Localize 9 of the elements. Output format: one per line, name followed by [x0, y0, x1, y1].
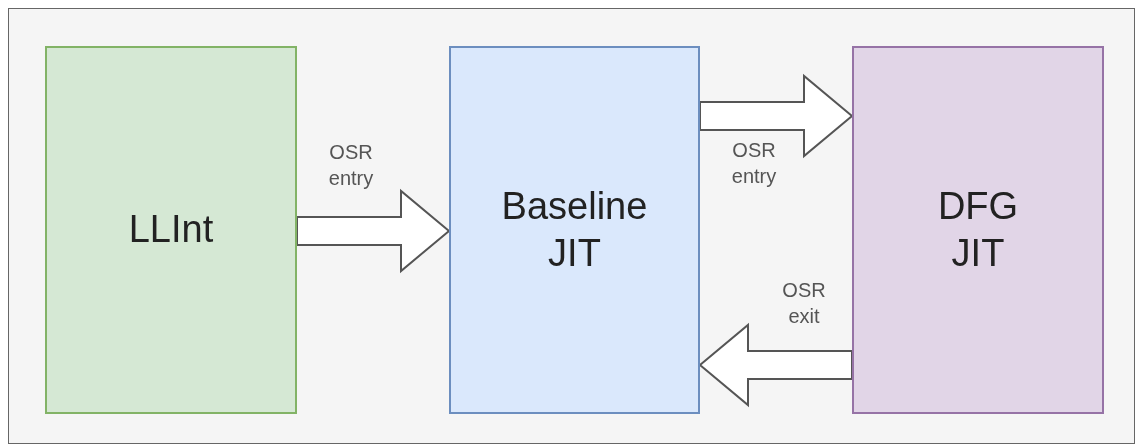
process-box: [45, 46, 297, 414]
box-label: LLInt: [128, 207, 214, 253]
block-arrow: [296, 188, 451, 274]
process-box: [449, 46, 700, 414]
box-label: Baseline JIT: [500, 183, 649, 276]
block-arrow: [699, 73, 854, 159]
block-arrow: [698, 322, 853, 408]
box-label: DFG JIT: [936, 183, 1020, 276]
process-box: [852, 46, 1104, 414]
